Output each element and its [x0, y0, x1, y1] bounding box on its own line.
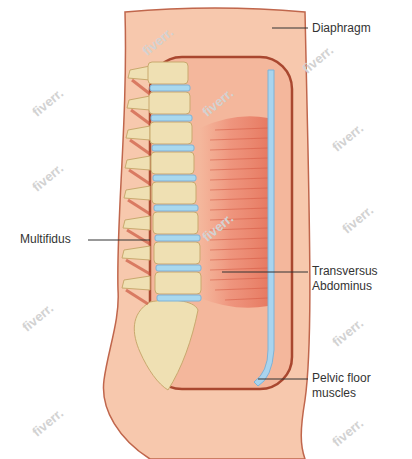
watermark: fiverr. [29, 160, 66, 194]
part-label: Pelvic floor muscles [312, 371, 402, 401]
watermark: fiverr. [329, 315, 366, 349]
part-label: Transversus Abdominus [312, 264, 402, 294]
watermark: fiverr. [329, 120, 366, 154]
multifidus-muscle [126, 80, 150, 304]
part-label: Diaphragm [312, 21, 402, 36]
watermark: fiverr. [339, 202, 376, 236]
transversus-muscle [200, 116, 268, 307]
leader-line [88, 28, 308, 379]
fascia-strip [254, 70, 274, 386]
part-label: Multifidus [20, 232, 86, 247]
torso-outline [103, 8, 309, 459]
watermark: fiverr. [29, 85, 66, 119]
watermark: fiverr. [29, 405, 66, 439]
watermark: fiverr. [19, 300, 56, 334]
spine [122, 62, 201, 390]
watermark: fiverr. [329, 415, 366, 449]
